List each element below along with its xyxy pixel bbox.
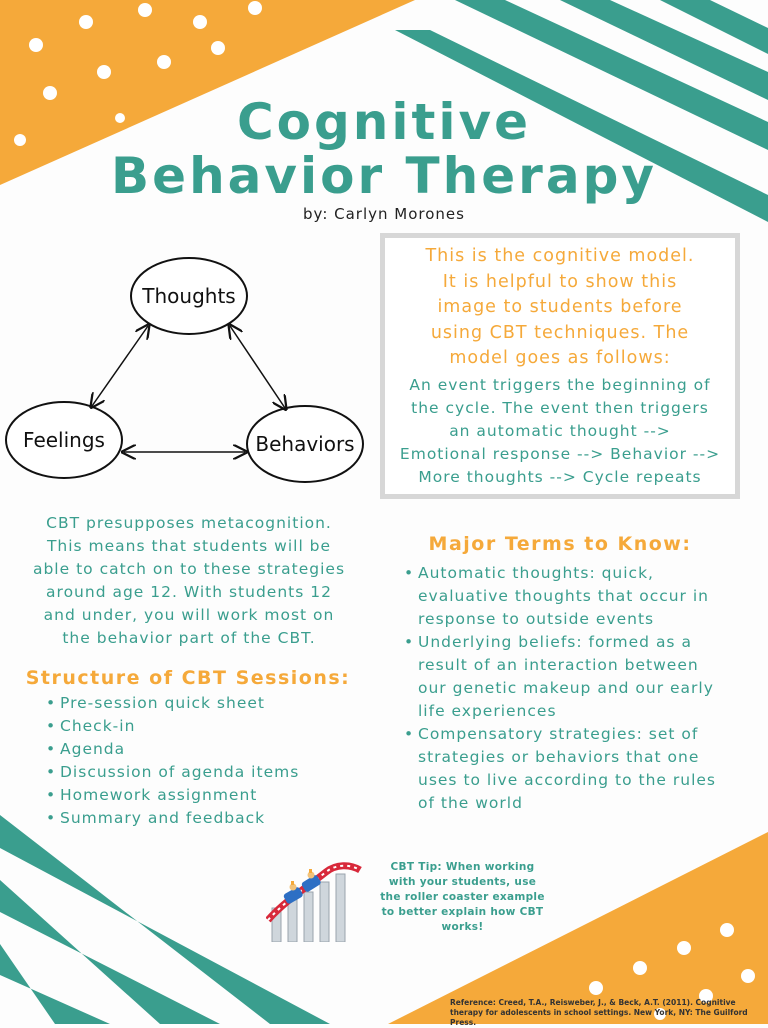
thoughts-node <box>130 257 248 335</box>
paragraph-line: the behavior part of the CBT. <box>62 629 316 647</box>
thoughts-label: Thoughts <box>141 284 235 308</box>
terms-list: Automatic thoughts: quick, evaluative th… <box>402 562 732 815</box>
model-cycle-line: the cycle. The event then triggers <box>411 398 709 417</box>
model-intro-line: This is the cognitive model. <box>425 246 695 266</box>
model-cycle-line: an automatic thought --> <box>449 421 671 440</box>
list-item: Agenda <box>44 738 374 761</box>
structure-heading: Structure of CBT Sessions: <box>25 667 351 689</box>
bottom-right-orange-shape <box>388 832 768 1024</box>
list-item: Homework assignment <box>44 784 374 807</box>
top-left-dots <box>14 1 262 146</box>
top-left-orange-shape <box>0 0 415 185</box>
behaviors-node <box>246 405 364 483</box>
page-title-line-2: Behavior Therapy <box>111 147 657 205</box>
bottom-right-dots <box>589 923 755 1020</box>
paragraph-line: around age 12. With students 12 <box>46 583 332 601</box>
list-item: Underlying beliefs: formed as a result o… <box>402 631 732 723</box>
arrow-thoughts-behaviors <box>230 326 285 408</box>
model-intro-line: model goes as follows: <box>449 348 671 368</box>
model-cycle-line: An event triggers the beginning of <box>409 375 711 394</box>
feelings-node <box>5 401 123 479</box>
arrow-thoughts-feelings <box>92 326 148 406</box>
feelings-label: Feelings <box>23 428 105 452</box>
paragraph-line: able to catch on to these strategies <box>32 560 346 578</box>
metacognition-paragraph: CBT presupposes metacognition. This mean… <box>8 512 370 650</box>
behaviors-label: Behaviors <box>255 432 354 456</box>
model-intro-text: This is the cognitive model. It is helpf… <box>385 244 735 372</box>
paragraph-line: This means that students will be <box>46 537 332 555</box>
cognitive-model-diagram: Thoughts Feelings Behaviors <box>5 257 364 483</box>
page-title-line-1: Cognitive <box>236 93 532 151</box>
model-intro-line: using CBT techniques. The <box>430 322 690 343</box>
bottom-left-teal-stripes <box>0 815 330 1024</box>
cognitive-model-box: This is the cognitive model. It is helpf… <box>380 233 740 499</box>
list-item: Pre-session quick sheet <box>44 692 374 715</box>
terms-heading: Major Terms to Know: <box>428 533 692 555</box>
list-item: Check-in <box>44 715 374 738</box>
model-cycle-text: An event triggers the beginning of the c… <box>385 374 735 489</box>
model-intro-line: image to students before <box>437 297 683 317</box>
list-item: Compensatory strategies: set of strategi… <box>402 723 732 815</box>
author-byline: by: Carlyn Morones <box>303 205 465 223</box>
model-intro-line: It is helpful to show this <box>442 271 678 292</box>
top-right-teal-stripes <box>395 0 768 222</box>
cbt-tip: CBT Tip: When working with your students… <box>380 861 545 933</box>
paragraph-line: and under, you will work most on <box>43 606 335 624</box>
structure-list: Pre-session quick sheet Check-in Agenda … <box>44 692 374 830</box>
list-item: Summary and feedback <box>44 807 374 830</box>
model-cycle-line: More thoughts --> Cycle repeats <box>418 467 702 486</box>
list-item: Automatic thoughts: quick, evaluative th… <box>402 562 732 631</box>
model-cycle-line: Emotional response --> Behavior --> <box>399 444 721 463</box>
roller-coaster-icon <box>266 862 362 942</box>
paragraph-line: CBT presupposes metacognition. <box>46 514 332 532</box>
reference-citation: Reference: Creed, T.A., Reisweber, J., &… <box>450 998 748 1027</box>
list-item: Discussion of agenda items <box>44 761 374 784</box>
